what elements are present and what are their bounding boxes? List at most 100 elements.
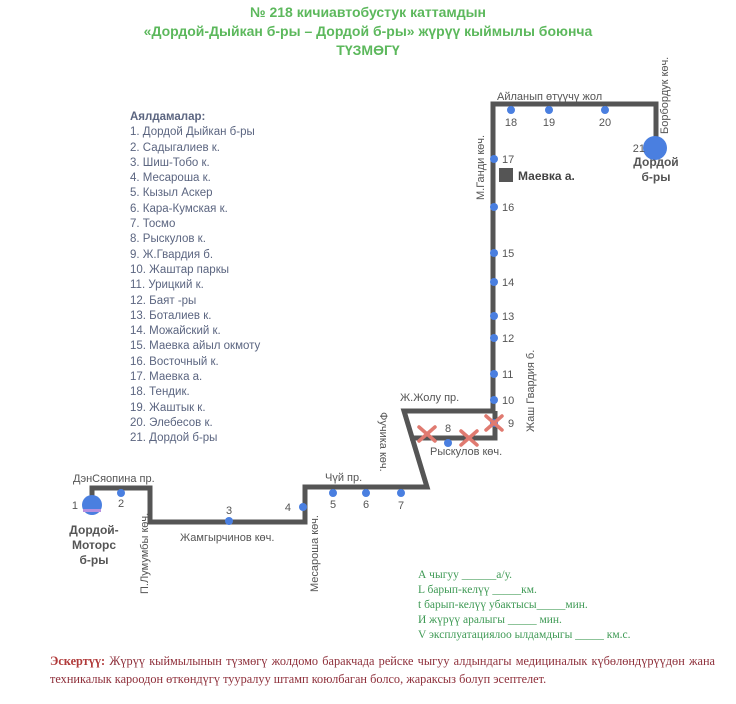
- stop-marker: [490, 249, 498, 257]
- stop-number: 15: [502, 248, 514, 260]
- param-i: И жүрүү аралыгы _____ мин.: [418, 614, 562, 626]
- stop-list-item: 20. Элебесов к.: [130, 416, 213, 429]
- stop-marker: [490, 396, 498, 404]
- stop-list-item: 4. Месароша к.: [130, 172, 211, 185]
- title-line-2: «Дордой-Дыйкан б-ры – Дордой б-ры» жүрүү…: [143, 23, 593, 39]
- stops-heading: Аялдамалар:: [130, 111, 206, 123]
- landmark-label: Маевка а.: [518, 169, 575, 183]
- stop-number: 10: [502, 395, 514, 407]
- stop-list-item: 13. Боталиев к.: [130, 309, 212, 322]
- stop-list-item: 8. Рыскулов к.: [130, 233, 206, 246]
- stop-number: 2: [118, 498, 124, 510]
- start-label-1: Дордой-: [69, 523, 118, 537]
- stop-list-item: 12. Баят -ры: [130, 294, 197, 307]
- stop-marker: [329, 489, 337, 497]
- stop-number: 17: [502, 154, 514, 166]
- stop-list-item: 10. Жаштар паркы: [130, 263, 229, 276]
- stop-number: 6: [363, 499, 369, 511]
- end-label-1: Дордой: [633, 155, 678, 169]
- street-aylanyp: Айланып өтүүчү жол: [497, 91, 602, 103]
- street-borborduk: Борбордук көч.: [659, 57, 671, 134]
- note: Эскертүү: Жүрүү кыймылынын түзмөгү жолдо…: [50, 652, 715, 688]
- stop-number: 5: [330, 499, 336, 511]
- stop-marker: [545, 106, 553, 114]
- stop-number: 20: [599, 117, 611, 129]
- stop-number: 19: [543, 117, 555, 129]
- stops-list: Аялдамалар: 1. Дордой Дыйкан б-ры 2. Сады…: [130, 110, 260, 447]
- stop-number: 8: [445, 423, 451, 435]
- stop-list-item: 2. Садыгалиев к.: [130, 141, 220, 154]
- stop-number: 3: [226, 505, 232, 517]
- stop-list-item: 5. Кызыл Аскер: [130, 187, 213, 200]
- stop-number: 9: [508, 418, 514, 430]
- note-label: Эскертүү:: [50, 654, 106, 668]
- stop-number: 16: [502, 202, 514, 214]
- stop-marker: [444, 439, 452, 447]
- stop-marker: [225, 517, 233, 525]
- route-parameters: А чыгуу ______а/у. L барып-келүү _____км…: [418, 568, 631, 643]
- street-zhzholu: Ж.Жолу пр.: [400, 392, 459, 404]
- stop-number: 11: [502, 369, 513, 381]
- street-mesarosha: Месароша көч.: [309, 515, 321, 592]
- street-dan: ДэнСяопина пр.: [73, 473, 155, 485]
- stop-list-item: 11. Урицкий к.: [130, 279, 204, 292]
- stop-marker: [490, 312, 498, 320]
- landmark-square-icon: [499, 168, 513, 182]
- param-t: t барып-келүү убактысы_____мин.: [418, 599, 588, 611]
- stop-list-item: 16. Восточный к.: [130, 355, 219, 368]
- stop-list-item: 14. Можайский к.: [130, 325, 221, 338]
- stop-list-item: 18. Тендик.: [130, 386, 190, 399]
- stop-marker: [299, 503, 307, 511]
- street-chui: Чүй пр.: [325, 472, 362, 484]
- street-zhash-gvardiya: Жаш Гвардия б.: [525, 350, 537, 432]
- stop-number: 12: [502, 333, 514, 345]
- end-label-2: б-ры: [642, 170, 671, 184]
- stop-marker: [490, 370, 498, 378]
- start-label-3: б-ры: [80, 553, 109, 567]
- stop-marker: [490, 278, 498, 286]
- stop-marker: [362, 489, 370, 497]
- street-lumumba: П.Лумумбы көч.: [139, 513, 151, 594]
- stop-marker: [643, 136, 667, 160]
- route-path: [89, 101, 659, 525]
- stop-list-item: 9. Ж.Гвардия б.: [130, 248, 214, 261]
- title-line-3: ТҮЗМӨГҮ: [336, 42, 400, 58]
- closed-stop-x-icon: [417, 425, 437, 443]
- stop-list-item: 15. Маевка айыл окмоту: [130, 340, 261, 353]
- stop-list-item: 17. Маевка а.: [130, 371, 203, 384]
- start-label-2: Моторс: [72, 538, 116, 552]
- stop-list-item: 19. Жаштык к.: [130, 401, 206, 414]
- stop-marker: [507, 106, 515, 114]
- stop-marker: [397, 489, 405, 497]
- closed-stop-x-icon: [459, 429, 479, 447]
- stop-number: 21: [633, 143, 645, 155]
- stop-number: 13: [502, 311, 514, 323]
- param-l: L барып-келүү _____км.: [418, 584, 537, 596]
- stop-list-item: 7. Тосмо: [130, 218, 176, 231]
- note-text: Жүрүү кыймылынын түзмөгү жолдомо баракча…: [50, 654, 715, 686]
- param-a: А чыгуу ______а/у.: [418, 569, 513, 581]
- stop-marker: [601, 106, 609, 114]
- street-zhamgyrchinov: Жамгырчинов көч.: [180, 532, 274, 544]
- stop-number: 7: [398, 500, 404, 512]
- route-loop-ryskulov: [410, 411, 498, 441]
- stop-marker: [490, 155, 498, 163]
- street-fuchika: Фучика көч.: [377, 412, 389, 472]
- stop-list-item: 21. Дордой б-ры: [130, 432, 218, 445]
- stop-marker: [490, 203, 498, 211]
- title-line-1: № 218 кичиавтобустук каттамдын: [249, 4, 487, 20]
- start-stop-band: [83, 509, 101, 512]
- closed-stop-x-icon: [484, 414, 504, 432]
- stop-number: 14: [502, 277, 514, 289]
- street-gandi: М.Ганди көч.: [475, 135, 487, 200]
- route-line: [89, 101, 659, 525]
- stop-list-item: 6. Кара-Кумская к.: [130, 202, 228, 215]
- stop-number: 4: [285, 502, 291, 514]
- street-ryskulov: Рыскулов көч.: [430, 446, 502, 458]
- param-v: V эксплуатациялоо ылдамдыгы _____ км.с.: [418, 629, 631, 641]
- stop-number: 1: [72, 500, 78, 512]
- stop-list-item: 3. Шиш-Тобо к.: [130, 156, 210, 169]
- stop-marker: [117, 489, 125, 497]
- stop-list-item: 1. Дордой Дыйкан б-ры: [130, 126, 255, 139]
